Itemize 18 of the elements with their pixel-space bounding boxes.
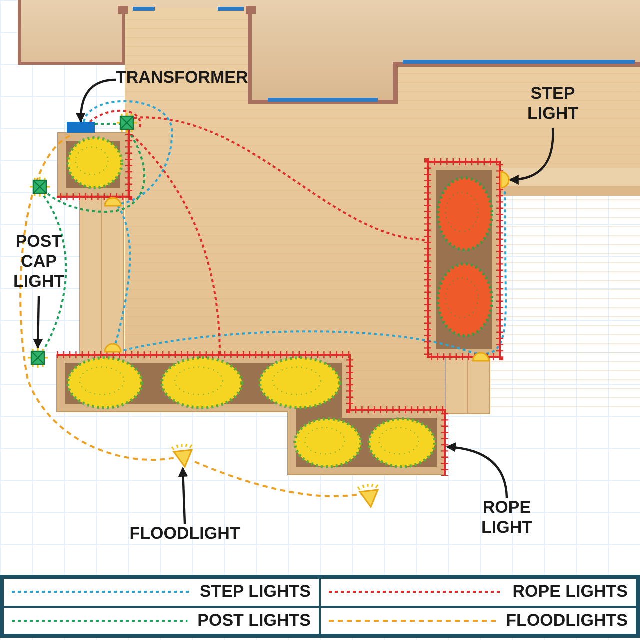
callout-text: STEP LIGHT [518, 84, 588, 128]
callout-text: ROPE LIGHT [476, 498, 538, 542]
callout-text: TRANSFORMER [116, 68, 248, 92]
leader-arrow [76, 78, 116, 123]
legend-text: STEP LIGHTS [200, 582, 311, 602]
post-cap-light-icon [28, 348, 48, 368]
leader-arrow [509, 128, 554, 184]
step-light-icon [500, 171, 510, 189]
transformer-icon [67, 122, 95, 133]
callout-text: FLOODLIGHT [128, 524, 242, 548]
legend-text: ROPE LIGHTS [512, 582, 628, 602]
legend-text: FLOODLIGHTS [506, 610, 628, 631]
leader-arrow [178, 467, 188, 524]
callout-text: POST CAP LIGHT [6, 232, 72, 296]
legend-text: POST LIGHTS [198, 610, 311, 631]
leader-arrow [446, 442, 508, 498]
floodlight-icon [171, 444, 195, 468]
leader-arrow [33, 296, 44, 349]
